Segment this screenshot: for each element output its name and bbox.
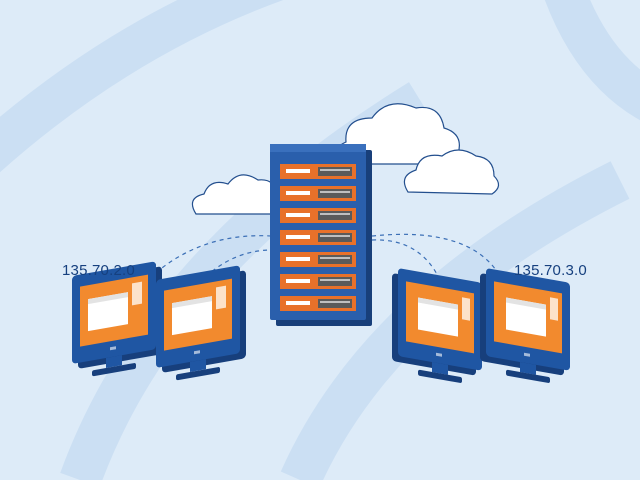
monitor-icon (480, 268, 570, 383)
server-unit (280, 230, 356, 245)
server-rack-icon (270, 144, 372, 326)
server-unit (280, 208, 356, 223)
cloud-icon (403, 149, 500, 195)
network-label-right: 135.70.3.0 (514, 262, 587, 279)
network-label-left: 135.70.2.0 (62, 262, 135, 279)
monitor-icon (72, 261, 162, 377)
monitor-icon (156, 265, 246, 381)
cloud-icon (191, 174, 281, 215)
server-unit (280, 296, 356, 311)
server-unit (280, 164, 356, 179)
server-units (280, 164, 356, 311)
monitor-icon (392, 268, 482, 383)
server-unit (280, 274, 356, 289)
server-unit (280, 252, 356, 267)
server-unit (280, 186, 356, 201)
connection-line-right-inner (371, 239, 441, 281)
connection-line-left-outer (149, 235, 273, 279)
connection-line-right-outer (371, 233, 501, 277)
